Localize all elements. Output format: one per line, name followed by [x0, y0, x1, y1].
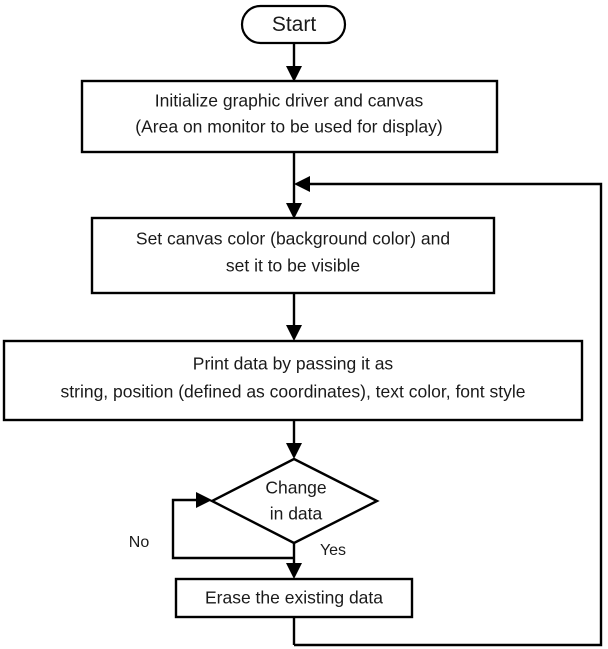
node-decision-line2: in data: [270, 504, 323, 524]
node-erase-existing-data[interactable]: [174, 577, 414, 619]
node-decision-change-in-data[interactable]: [209, 457, 380, 545]
node-initialize-line1: Initialize graphic driver and canvas: [155, 91, 424, 111]
connector-decision-no-loop: [171, 498, 294, 560]
node-set-canvas-color-line1: Set canvas color (background color) and: [136, 229, 450, 249]
arrowhead-no-loop-merge: [196, 492, 212, 508]
node-set-canvas-color[interactable]: [90, 216, 496, 295]
node-initialize-line2: (Area on monitor to be used for display): [135, 117, 442, 137]
node-erase-label: Erase the existing data: [205, 588, 383, 608]
arrowhead-printdata-top: [286, 325, 302, 341]
node-start-label: Start: [272, 13, 317, 36]
arrowhead-erase-top: [286, 563, 302, 579]
node-print-data[interactable]: [2, 339, 584, 422]
node-print-data-line2: string, position (defined as coordinates…: [61, 382, 526, 402]
node-start[interactable]: [240, 4, 347, 45]
node-set-canvas-color-line2: set it to be visible: [226, 256, 360, 276]
arrowhead-decision-top: [286, 443, 302, 459]
arrowhead-init-top: [286, 66, 302, 82]
arrowhead-canvascolor-top: [286, 203, 302, 219]
edge-label-yes: Yes: [320, 542, 346, 559]
node-initialize-graphic-driver[interactable]: [80, 79, 499, 154]
edge-label-no: No: [129, 534, 150, 551]
node-decision-line1: Change: [265, 478, 326, 498]
arrowhead-feedback-merge: [294, 176, 310, 192]
connector-feedback-loop: [294, 182, 603, 647]
node-print-data-line1: Print data by passing it as: [193, 354, 394, 374]
